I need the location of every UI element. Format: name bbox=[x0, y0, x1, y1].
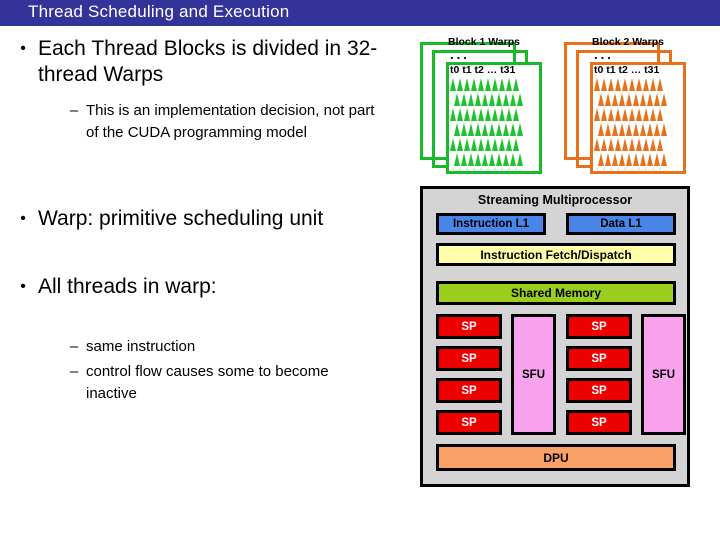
bullet-marker: • bbox=[20, 278, 26, 295]
sp-core-box: SP bbox=[566, 346, 632, 371]
sm-panel-title: Streaming Multiprocessor bbox=[477, 193, 633, 207]
sub-bullet-text: control flow causes some to become inact… bbox=[86, 363, 329, 402]
sub-bullet-marker: – bbox=[69, 363, 79, 380]
bullet-marker: • bbox=[20, 40, 26, 57]
bullet-text: Each Thread Blocks is divided in 32-thre… bbox=[38, 37, 378, 86]
sub-bullet-item-3-1: – same instruction bbox=[62, 336, 402, 358]
sub-bullet-text: same instruction bbox=[86, 338, 196, 355]
warp-ellipsis: ... bbox=[450, 47, 470, 62]
instruction-fetch-dispatch-box: Instruction Fetch/Dispatch bbox=[436, 243, 676, 266]
sp-core-box: SP bbox=[566, 314, 632, 339]
sp-core-box: SP bbox=[566, 410, 632, 435]
warp-thread-range-label: t0 t1 t2 … t31 bbox=[594, 64, 660, 76]
sub-bullet-item-3-2: – control flow causes some to become ina… bbox=[62, 361, 402, 405]
slide-title-bar: Thread Scheduling and Execution bbox=[0, 0, 720, 26]
sp-core-box: SP bbox=[436, 410, 502, 435]
sp-core-box: SP bbox=[436, 314, 502, 339]
sub-bullet-text: This is an implementation decision, not … bbox=[86, 102, 375, 141]
bullet-text: All threads in warp: bbox=[38, 275, 217, 298]
sub-bullet-marker: – bbox=[69, 338, 79, 355]
dpu-box: DPU bbox=[436, 444, 676, 471]
sfu-unit-box: SFU bbox=[641, 314, 686, 435]
data-l1-cache-box: Data L1 bbox=[566, 213, 676, 235]
sp-core-box: SP bbox=[436, 378, 502, 403]
warp-ellipsis: ... bbox=[594, 47, 614, 62]
bullet-text: Warp: primitive scheduling unit bbox=[38, 207, 324, 230]
sfu-unit-box: SFU bbox=[511, 314, 556, 435]
bullet-item-3: • All threads in warp: bbox=[8, 274, 398, 300]
sub-bullet-item-1-1: – This is an implementation decision, no… bbox=[62, 100, 402, 144]
streaming-multiprocessor-panel: Streaming Multiprocessor Instruction L1 … bbox=[420, 186, 690, 487]
warp-thread-arrows bbox=[450, 78, 538, 170]
shared-memory-box: Shared Memory bbox=[436, 281, 676, 305]
slide-body-text: • Each Thread Blocks is divided in 32-th… bbox=[0, 32, 410, 502]
bullet-marker: • bbox=[20, 210, 26, 227]
sp-core-box: SP bbox=[436, 346, 502, 371]
sp-core-box: SP bbox=[566, 378, 632, 403]
page-title: Thread Scheduling and Execution bbox=[28, 2, 290, 21]
warp-group-label: Block 2 Warps bbox=[592, 36, 664, 48]
bullet-item-2: • Warp: primitive scheduling unit bbox=[8, 206, 398, 232]
warp-group-block-1: Block 1 Warps ... t0 t1 t2 … t31 bbox=[420, 34, 550, 174]
warp-group-label: Block 1 Warps bbox=[448, 36, 520, 48]
sub-bullet-marker: – bbox=[69, 102, 79, 119]
warp-thread-range-label: t0 t1 t2 … t31 bbox=[450, 64, 516, 76]
warp-group-block-2: Block 2 Warps ... t0 t1 t2 … t31 bbox=[564, 34, 694, 174]
bullet-item-1: • Each Thread Blocks is divided in 32-th… bbox=[8, 36, 398, 88]
warp-diagram: Block 1 Warps ... t0 t1 t2 … t31 Block 2… bbox=[412, 34, 712, 179]
instruction-l1-cache-box: Instruction L1 bbox=[436, 213, 546, 235]
warp-thread-arrows bbox=[594, 78, 682, 170]
